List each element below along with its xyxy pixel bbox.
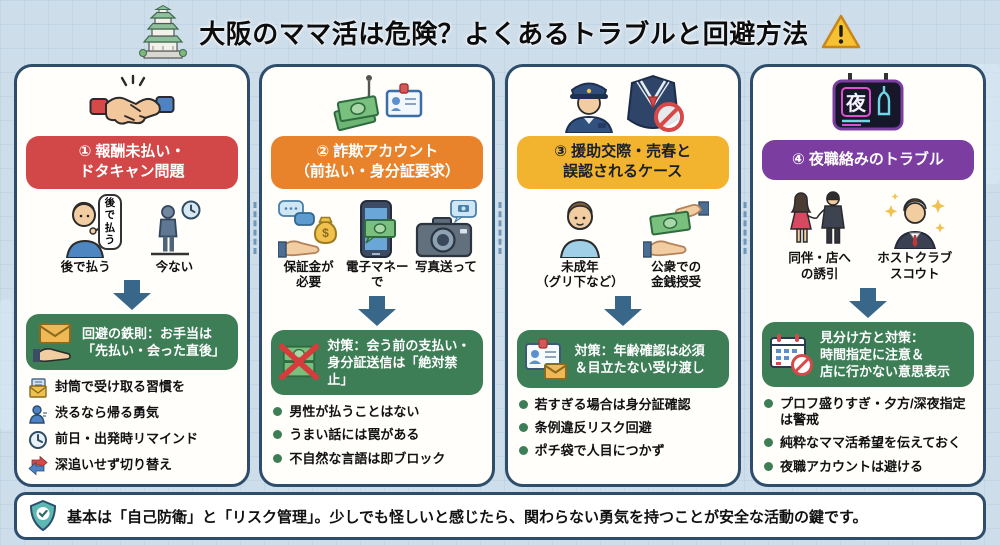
down-arrow-icon [113,280,151,311]
cards-row: ① 報酬未払い・ ドタキャン問題 後で 払う 後 [0,64,1000,488]
host-icon [884,193,945,250]
card-connector [495,64,504,487]
bullet-dot [763,438,773,448]
neon-sign-icon: 夜 [832,73,904,131]
tip-item: 深追いせず切り替え [28,456,236,476]
card4-tips: プロフ盛りすぎ・夕方/深夜指定は警戒 純粋なママ活希望を伝えておく 夜職アカウン… [762,396,974,475]
card2-illustration [331,72,423,134]
header: 大阪のママ活は危険？よくあるトラブルと回避方法 [0,0,1000,64]
tip-item: 純粋なママ活希望を伝えておく [763,435,972,451]
card3-subitem-cash-public: 公衆での 金銭授受 [643,198,710,291]
bullet-dot [518,399,528,409]
card1-subitem-no-money: 今ない [145,198,203,276]
tip-item: 不自然な言語は即ブロック [273,451,481,467]
couple-icon [789,191,845,244]
card4-solution-box: 見分け方と対策： 時間指定に注意＆ 店に行かない意思表示 [761,321,974,387]
card1-subrow: 後で 払う 後で払う [26,193,238,276]
card1-solution-box: 回避の鉄則：お手当は 「先払い・会った直後」 [26,314,238,371]
card1-badge: ① 報酬未払い・ ドタキャン問題 [26,136,238,189]
tip-item: うまい話には罠がある [273,427,481,443]
card3-subrow: 未成年 （グリ下など） [517,198,729,291]
card2-subitem-emoney: 電子マネー で [346,198,409,291]
tip-item: 夜職アカウントは避ける [763,459,972,475]
idcard-envelope-icon [524,338,567,380]
money-handover-icon [643,200,710,258]
tip-item: 条例違反リスク回避 [518,420,727,436]
money-cross-icon [279,344,320,381]
switch-arrows-icon [28,456,48,476]
card1-illustration [89,72,175,134]
bullet-dot [273,453,283,463]
card3-solution-text: 対策：年齢確認は必須 ＆目立たない受け渡し [574,342,705,375]
bullet-dot [518,423,528,432]
bullet-dot [273,407,283,417]
footer-banner: 基本は「自己防衛」と「リスク管理」。少しでも怪しいと感じたら、関わらない勇気を持… [14,492,986,541]
card4-subitem-host-scout: ホストクラブ スコウト [877,189,952,282]
card2-subitem-photo: 写真送って [415,198,477,276]
tip-item: 封筒で受け取る習慣を [28,378,236,398]
down-arrow-icon [358,295,397,326]
card-connector [250,64,259,487]
bullet-dot [763,398,773,408]
camera-icon [415,199,477,257]
card-connector [741,64,750,487]
down-arrow-icon [603,295,642,326]
tip-item: 男性が払うことはない [273,404,481,420]
card4-subrow: 同伴・店へ の誘引 [762,189,974,282]
envelope-doc-icon [29,378,47,398]
card4-subitem-douhan: 同伴・店へ の誘引 [784,189,856,282]
card1-subitem-pay-later: 後で 払う 後で払う [61,193,123,276]
card2-subitem-deposit: $ 保証金が 必要 [277,198,340,291]
person-icon [29,405,47,424]
tip-item: 前日・出発時リマインド [28,431,236,450]
bullet-dot [273,430,283,440]
fishhook-money-idcard-icon [333,75,423,132]
police-officer-icon [564,82,613,133]
card4-solution-text: 見分け方と対策： 時間指定に注意＆ 店に行かない意思表示 [819,329,950,379]
card-nightwork-trouble: 夜 ④ 夜職絡みのトラブル [749,64,986,488]
card4-badge: ④ 夜職絡みのトラブル [761,140,974,181]
minor-person-icon [559,200,600,258]
tip-item: プロフ盛りすぎ・夕方/深夜指定は警戒 [763,396,972,429]
card4-illustration: 夜 [831,72,905,134]
bullet-dot [763,461,773,471]
card2-subrow: $ 保証金が 必要 [271,198,483,291]
osaka-castle-icon [139,5,188,59]
svg-text:夜: 夜 [845,91,867,115]
phone-money-icon [360,199,397,258]
footer-text: 基本は「自己防衛」と「リスク管理」。少しでも怪しいと感じたら、関わらない勇気を持… [67,508,868,526]
card-scam-account: ② 詐欺アカウント （前払い・身分証要求） $ [259,64,496,488]
background-decor [0,300,12,430]
card1-tips: 封筒で受け取る習慣を 渋るなら帰る勇気 前日 [26,378,238,476]
card2-badge: ② 詐欺アカウント （前払い・身分証要求） [271,136,484,189]
bullet-dot [518,446,528,456]
calendar-ban-icon [769,334,813,377]
card1-solution-text: 回避の鉄則：お手当は 「先払い・会った直後」 [82,325,226,359]
speech-bubble: 後で 払う [97,193,123,250]
envelope-hand-icon [33,323,71,363]
clock-icon [29,431,47,450]
card3-illustration [562,72,684,134]
card3-badge: ③ 援助交際・売春と 誤認されるケース [516,136,729,189]
down-arrow-icon [848,287,887,318]
shield-check-icon [29,500,57,532]
card3-solution-box: 対策：年齢確認は必須 ＆目立たない受け渡し [516,329,729,388]
page-title: 大阪のママ活は危険？よくあるトラブルと回避方法 [199,18,809,49]
warning-triangle-icon [821,14,860,49]
card3-tips: 若すぎる場合は身分証確認 条例違反リスク回避 ポチ袋で人目につかず [517,397,729,460]
chat-moneybag-hand-icon: $ [277,199,337,258]
card-unpaid-trouble: ① 報酬未払い・ ドタキャン問題 後で 払う 後 [14,64,250,488]
tip-item: 若すぎる場合は身分証確認 [518,397,727,413]
card2-solution-box: 対策：会う前の支払い・ 身分証送信は「絶対禁止」 [271,329,484,396]
card-misidentified-case: ③ 援助交際・売春と 誤認されるケース 未成年 （グリ下など） [504,64,741,488]
waiting-person-clock-icon [151,200,201,255]
tip-item: 渋るなら帰る勇気 [28,405,236,424]
tip-item: ポチ袋で人目につかず [518,443,727,459]
svg-text:$: $ [322,226,329,240]
card3-subitem-minor: 未成年 （グリ下など） [536,198,624,291]
card2-tips: 男性が払うことはない うまい話には罠がある 不自然な言語は即ブロック [271,404,483,467]
handshake-icon [89,74,175,125]
sailor-uniform-ban-icon [626,74,684,132]
card2-solution-text: 対策：会う前の支払い・ 身分証送信は「絶対禁止」 [327,337,471,388]
